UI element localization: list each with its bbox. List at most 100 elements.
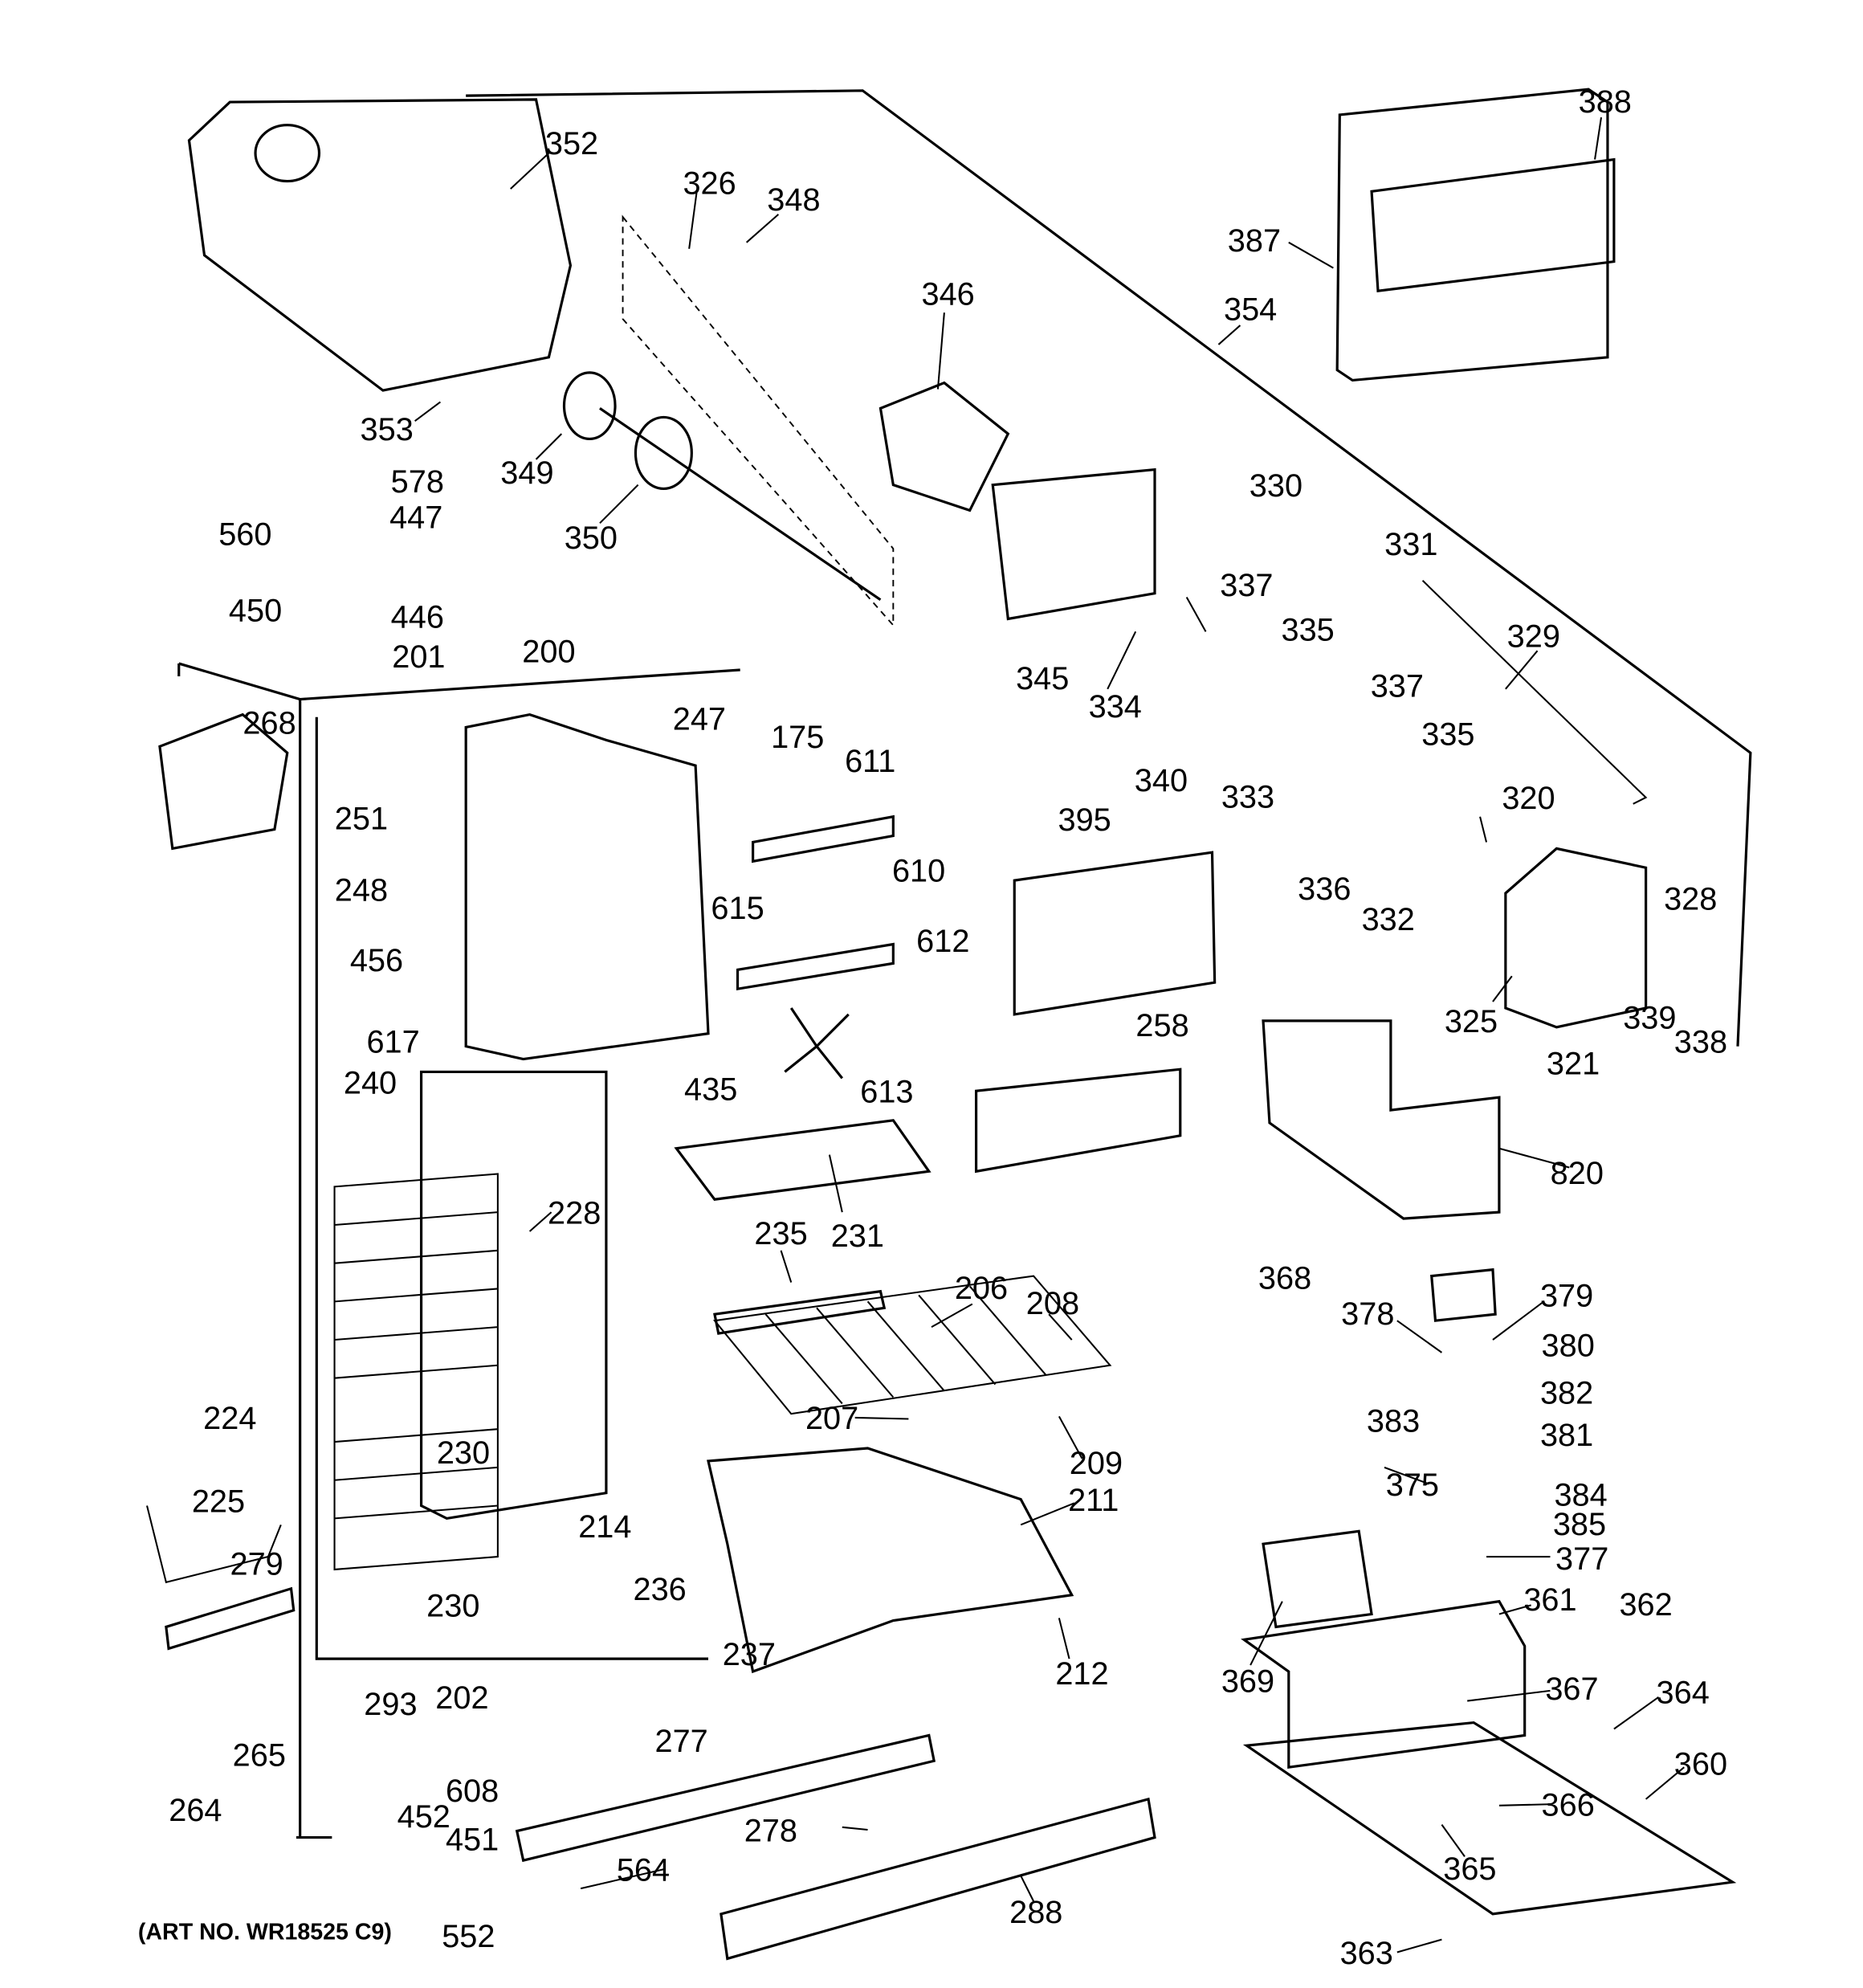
part-label-560: 560	[218, 516, 271, 552]
part-label-612: 612	[916, 924, 969, 959]
part-label-230: 230	[426, 1589, 479, 1624]
part-label-326: 326	[683, 165, 736, 201]
part-label-368: 368	[1258, 1260, 1311, 1296]
part-label-611: 611	[845, 744, 895, 779]
part-label-235: 235	[754, 1216, 807, 1251]
dispenser-door-frame	[1335, 88, 1616, 382]
part-label-360: 360	[1674, 1747, 1727, 1782]
part-label-340: 340	[1135, 763, 1188, 798]
part-label-365: 365	[1443, 1851, 1496, 1887]
part-label-208: 208	[1026, 1286, 1079, 1321]
part-label-321: 321	[1547, 1047, 1600, 1082]
part-label-552: 552	[442, 1919, 495, 1954]
part-label-345: 345	[1016, 661, 1069, 696]
part-label-382: 382	[1540, 1375, 1593, 1410]
part-label-387: 387	[1228, 223, 1281, 259]
part-label-435: 435	[684, 1072, 737, 1107]
part-label-375: 375	[1386, 1468, 1439, 1503]
part-label-212: 212	[1055, 1656, 1108, 1692]
part-label-268: 268	[243, 705, 296, 741]
part-label-377: 377	[1555, 1541, 1608, 1577]
part-label-452: 452	[397, 1799, 450, 1835]
cabinet-liner	[177, 662, 740, 1839]
part-label-446: 446	[391, 600, 444, 635]
channel-231	[674, 1119, 932, 1201]
part-label-353: 353	[361, 412, 414, 447]
part-label-367: 367	[1545, 1672, 1598, 1707]
part-label-228: 228	[548, 1195, 601, 1231]
part-label-337: 337	[1220, 568, 1273, 603]
part-label-346: 346	[922, 277, 975, 312]
part-label-240: 240	[344, 1065, 397, 1100]
part-label-378: 378	[1341, 1296, 1394, 1332]
auger-ring	[562, 371, 617, 441]
part-label-364: 364	[1657, 1676, 1710, 1711]
part-label-384: 384	[1554, 1478, 1607, 1513]
part-label-331: 331	[1384, 527, 1437, 562]
part-label-278: 278	[744, 1813, 797, 1848]
part-label-339: 339	[1623, 1000, 1676, 1035]
part-label-277: 277	[655, 1724, 708, 1759]
ice-bucket	[187, 98, 573, 392]
part-label-332: 332	[1362, 902, 1415, 937]
part-label-211: 211	[1068, 1483, 1119, 1518]
part-label-224: 224	[203, 1401, 256, 1436]
part-label-209: 209	[1070, 1446, 1123, 1481]
part-label-447: 447	[389, 500, 442, 536]
part-label-335: 335	[1282, 612, 1335, 647]
part-label-395: 395	[1058, 802, 1111, 838]
part-label-363: 363	[1340, 1936, 1393, 1971]
part-label-380: 380	[1542, 1329, 1595, 1364]
part-label-237: 237	[723, 1637, 776, 1672]
air-baffle	[1013, 851, 1217, 1016]
part-label-288: 288	[1009, 1895, 1062, 1930]
ice-maker-820	[1262, 1019, 1501, 1220]
part-label-610: 610	[892, 854, 945, 889]
evaporator-cover	[419, 1070, 608, 1521]
part-label-333: 333	[1221, 780, 1274, 815]
part-label-381: 381	[1540, 1418, 1593, 1453]
part-label-369: 369	[1221, 1663, 1274, 1699]
part-label-337: 337	[1371, 668, 1424, 704]
part-label-225: 225	[192, 1484, 245, 1519]
part-label-247: 247	[673, 702, 726, 737]
part-label-820: 820	[1551, 1156, 1604, 1191]
part-label-200: 200	[522, 634, 575, 669]
part-label-578: 578	[391, 464, 444, 500]
shelf-front-235	[713, 1289, 887, 1335]
heater-inset-268	[158, 712, 289, 851]
drive-cup	[879, 381, 1010, 512]
drawing-lines	[146, 88, 1752, 1961]
part-label-201: 201	[392, 639, 445, 675]
fan-bracket	[736, 814, 895, 991]
channel-279	[165, 1586, 296, 1651]
part-label-383: 383	[1367, 1403, 1420, 1439]
part-label-352: 352	[545, 126, 598, 161]
part-label-366: 366	[1542, 1788, 1595, 1823]
part-label-236: 236	[634, 1572, 687, 1607]
compressor-compartment	[1241, 1599, 1737, 1916]
bottom-rail-277	[515, 1733, 936, 1863]
part-label-451: 451	[446, 1822, 499, 1857]
rod-329	[1421, 580, 1648, 805]
part-label-613: 613	[860, 1075, 913, 1110]
timer-369	[1262, 1529, 1373, 1629]
motor-bracket	[991, 467, 1156, 621]
part-label-456: 456	[350, 943, 403, 978]
fan-blade	[784, 1007, 850, 1080]
part-label-328: 328	[1664, 882, 1717, 917]
part-label-320: 320	[1502, 781, 1555, 816]
part-label-338: 338	[1674, 1025, 1727, 1060]
part-label-325: 325	[1445, 1004, 1498, 1039]
part-label-251: 251	[335, 802, 388, 837]
part-label-206: 206	[955, 1271, 1008, 1306]
grille-288	[720, 1797, 1156, 1961]
part-label-230: 230	[437, 1435, 490, 1471]
pan-211	[707, 1447, 1074, 1674]
part-label-258: 258	[1135, 1008, 1188, 1043]
leader-lines	[414, 116, 1685, 1953]
part-label-362: 362	[1619, 1587, 1672, 1623]
auger-rod	[599, 407, 882, 601]
valve-378	[1430, 1268, 1497, 1322]
